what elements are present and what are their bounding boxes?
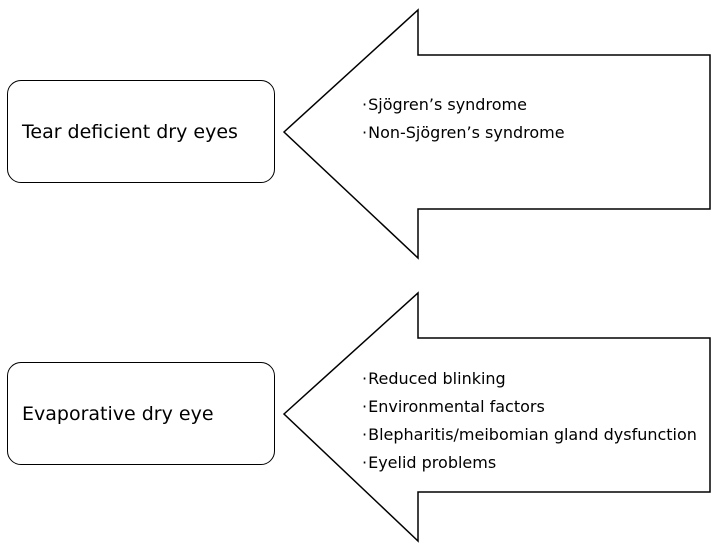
category-label: Tear deficient dry eyes bbox=[22, 120, 238, 143]
cause-item: Environmental factors bbox=[362, 393, 697, 421]
cause-item: Eyelid problems bbox=[362, 449, 697, 477]
cause-item: Blepharitis/meibomian gland dysfunction bbox=[362, 421, 697, 449]
cause-list-tear-deficient: Sjögren’s syndrome Non-Sjögren’s syndrom… bbox=[362, 91, 565, 147]
cause-list-evaporative: Reduced blinking Environmental factors B… bbox=[362, 365, 697, 477]
category-label: Evaporative dry eye bbox=[22, 402, 214, 425]
category-box-tear-deficient: Tear deficient dry eyes bbox=[7, 80, 275, 183]
cause-item: Reduced blinking bbox=[362, 365, 697, 393]
cause-item: Non-Sjögren’s syndrome bbox=[362, 119, 564, 147]
category-box-evaporative: Evaporative dry eye bbox=[7, 362, 275, 465]
cause-item: Sjögren’s syndrome bbox=[362, 91, 565, 119]
